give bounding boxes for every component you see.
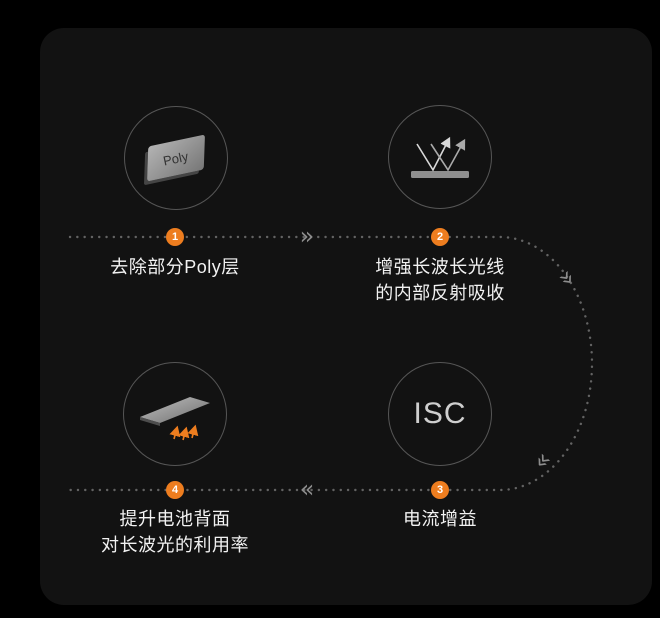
step-2-circle	[388, 105, 492, 209]
poly-layer-icon-label: Poly	[162, 148, 190, 168]
step-2-label-line-2: 的内部反射吸收	[375, 283, 505, 303]
step-2-label: 增强长波长光线 的内部反射吸收	[330, 254, 550, 306]
poly-layer-icon: Poly	[147, 134, 205, 182]
isc-text-icon: ISC	[413, 397, 467, 430]
step-4-circle	[123, 362, 227, 466]
step-1-circle: Poly	[124, 106, 228, 210]
step-1-label-line-1: 去除部分Poly层	[110, 257, 240, 277]
step-3-number-badge: 3	[431, 481, 449, 499]
process-panel: » » » « Poly 1 去除部分Poly层	[40, 28, 652, 605]
step-4-label-line-2: 对长波光的利用率	[101, 535, 249, 555]
chevron-left-icon: «	[299, 475, 315, 503]
step-4-number-badge: 4	[166, 481, 184, 499]
step-3-circle: ISC	[388, 362, 492, 466]
light-reflection-icon	[411, 136, 469, 178]
step-2-number-badge: 2	[431, 228, 449, 246]
chevron-right-icon: »	[299, 222, 315, 250]
step-1-number-badge: 1	[166, 228, 184, 246]
step-1-label: 去除部分Poly层	[65, 254, 285, 280]
step-3-label-line-1: 电流增益	[403, 509, 477, 529]
step-3-label: 电流增益	[330, 506, 550, 532]
tilted-cell-icon	[140, 397, 210, 441]
step-4-label: 提升电池背面 对长波光的利用率	[65, 506, 285, 558]
step-2-label-line-1: 增强长波长光线	[375, 257, 505, 277]
step-4-label-line-1: 提升电池背面	[119, 509, 231, 529]
